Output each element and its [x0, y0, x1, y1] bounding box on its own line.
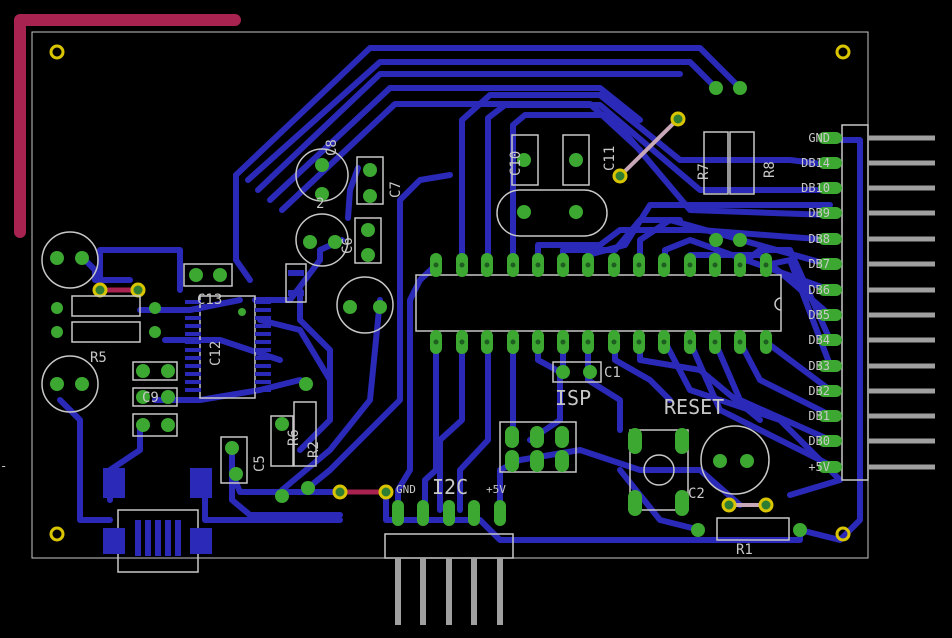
header-pins-bottom: [395, 558, 503, 625]
label-r2: R2: [306, 441, 322, 458]
label-q2: 2: [316, 196, 324, 212]
smd-pads: [103, 270, 304, 556]
top-layer-trace: [14, 14, 241, 238]
edge-mark: -: [0, 459, 7, 473]
label-c1: C1: [604, 365, 621, 381]
mounting-holes: [49, 44, 851, 542]
label-c7: C7: [388, 181, 404, 198]
conn-label-db5: DB5: [808, 308, 830, 322]
label-c13: C13: [197, 292, 222, 308]
conn-label-5v: +5V: [808, 460, 830, 474]
conn-label-db0: DB0: [808, 434, 830, 448]
conn-label-db9: DB9: [808, 206, 830, 220]
silkscreen: [41, 124, 869, 573]
vias: [92, 111, 774, 513]
label-i2c: I2C: [432, 475, 468, 499]
label-gnd-i2c: GND: [396, 483, 416, 496]
label-r1: R1: [736, 542, 753, 558]
label-r7: R7: [696, 163, 712, 180]
label-c12: C12: [208, 341, 224, 366]
label-reset: RESET: [664, 395, 724, 419]
label-r8: R8: [762, 161, 778, 178]
conn-label-db2: DB2: [808, 384, 830, 398]
label-c2: C2: [688, 486, 705, 502]
header-pins-right: [868, 135, 935, 470]
label-c5: C5: [252, 455, 268, 472]
label-isp: ISP: [555, 386, 591, 410]
label-c6: C6: [340, 237, 356, 254]
conn-label-gnd: GND: [808, 131, 830, 145]
label-c8: C8: [324, 139, 340, 156]
conn-label-db7: DB7: [808, 257, 830, 271]
label-r6: R6: [286, 429, 302, 446]
connector-labels: GND DB14 DB10 DB9 DB8 DB7 DB6 DB5 DB4 DB…: [801, 131, 830, 474]
conn-label-db14: DB14: [801, 156, 830, 170]
label-c9: C9: [142, 390, 159, 406]
conn-label-db1: DB1: [808, 409, 830, 423]
conn-label-db4: DB4: [808, 333, 830, 347]
conn-label-db8: DB8: [808, 232, 830, 246]
bottom-traces: [57, 45, 863, 543]
label-r5: R5: [90, 350, 107, 366]
label-c11: C11: [602, 146, 618, 171]
conn-label-db10: DB10: [801, 181, 830, 195]
conn-label-db6: DB6: [808, 283, 830, 297]
label-5v-i2c: +5V: [486, 483, 506, 496]
label-c10: C10: [508, 151, 524, 176]
drill-holes: [433, 262, 769, 345]
conn-label-db3: DB3: [808, 359, 830, 373]
